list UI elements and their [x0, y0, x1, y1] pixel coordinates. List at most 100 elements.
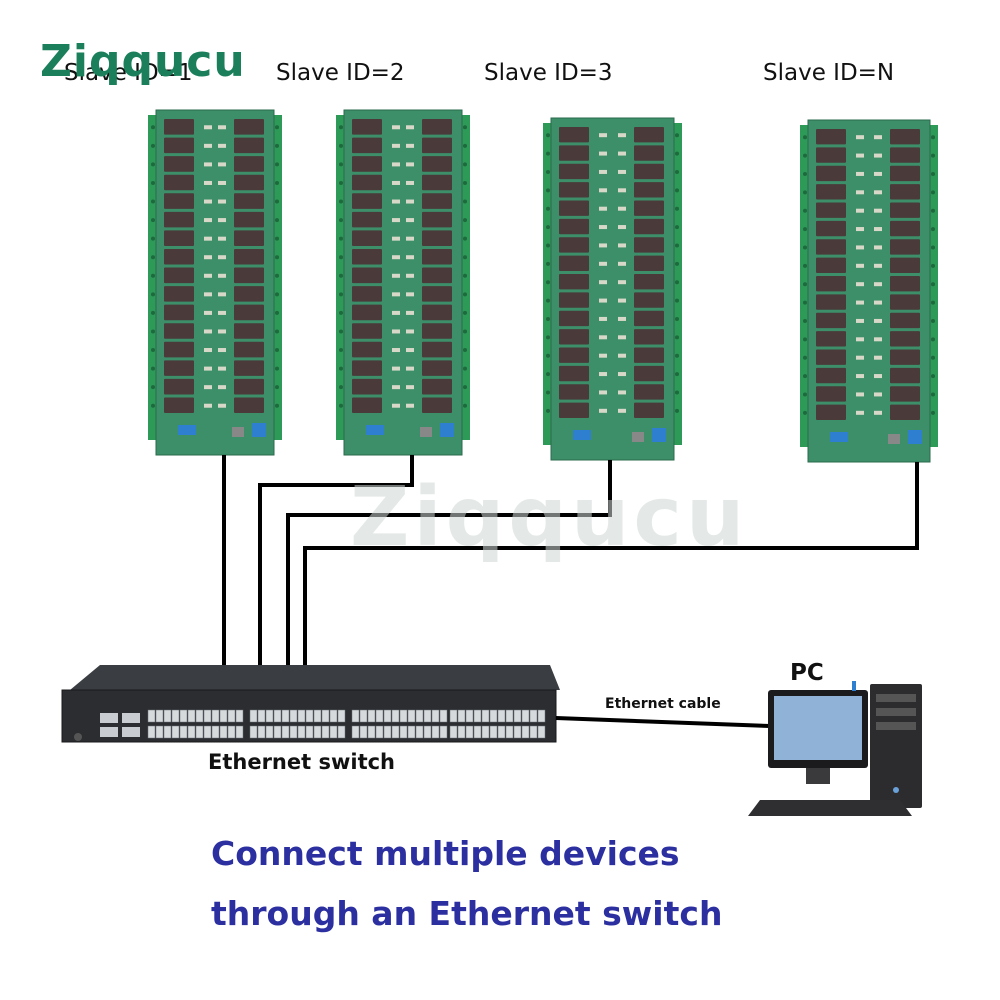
rj45-port	[147, 725, 156, 739]
component	[599, 133, 607, 138]
rj45-port	[423, 725, 432, 739]
terminal-screw	[546, 390, 550, 395]
component	[392, 236, 400, 241]
pc-antenna	[852, 681, 856, 691]
rj45-port	[163, 725, 172, 739]
rj45-port	[163, 709, 172, 723]
relay	[234, 378, 264, 395]
dip-switch	[830, 432, 848, 442]
component	[204, 292, 212, 297]
relay	[422, 360, 452, 376]
component	[856, 263, 864, 268]
component	[218, 292, 226, 297]
relay	[234, 248, 264, 265]
terminal-screw	[931, 300, 935, 305]
component	[204, 125, 212, 130]
terminal-screw	[546, 243, 550, 248]
terminal-screw	[275, 366, 279, 371]
terminal-screw	[151, 218, 155, 223]
component	[856, 374, 864, 379]
terminal-screw	[675, 225, 679, 230]
relay	[634, 200, 664, 216]
component	[599, 188, 607, 193]
relay	[634, 218, 664, 235]
rj45-port	[337, 709, 346, 723]
relay	[234, 211, 264, 228]
terminal-screw	[151, 199, 155, 204]
rj45-port	[171, 709, 180, 723]
component	[218, 162, 226, 167]
component	[204, 236, 212, 241]
rj45-port	[439, 709, 448, 723]
component	[874, 171, 882, 176]
rj45-port	[313, 709, 322, 723]
terminal-screw	[803, 208, 807, 213]
rj45-port	[367, 709, 376, 723]
component	[599, 353, 607, 358]
component	[392, 125, 400, 130]
rj45-port	[391, 709, 400, 723]
relay	[559, 218, 589, 235]
rj45-port	[313, 725, 322, 739]
relay	[890, 386, 920, 402]
relay	[559, 200, 589, 216]
terminal-screw	[463, 292, 467, 297]
component	[204, 310, 212, 315]
relay	[352, 174, 382, 191]
pc-drive-bay	[876, 694, 916, 702]
relay	[164, 137, 194, 154]
terminal-screw	[339, 255, 343, 260]
terminal-screw	[463, 162, 467, 167]
rj45-port	[521, 709, 530, 723]
terminal-screw	[275, 218, 279, 223]
component	[874, 300, 882, 305]
component	[856, 355, 864, 360]
sfp-port	[100, 727, 118, 737]
terminal-screw	[931, 171, 935, 176]
relay	[890, 367, 920, 384]
relay	[816, 147, 846, 163]
pc-power-button	[893, 787, 899, 793]
terminal-screw	[463, 385, 467, 390]
terminal-screw	[675, 188, 679, 193]
terminal-screw	[931, 227, 935, 232]
terminal-screw	[675, 243, 679, 248]
component	[874, 355, 882, 360]
rj45-port	[423, 709, 432, 723]
terminal-screw	[151, 143, 155, 148]
component	[874, 410, 882, 415]
relay	[422, 378, 452, 395]
component	[406, 348, 414, 353]
terminal-screw	[803, 374, 807, 379]
rj45-port	[415, 709, 424, 723]
rj45-port	[337, 725, 346, 739]
terminal-screw	[931, 135, 935, 140]
rj45-port	[537, 725, 546, 739]
component	[856, 153, 864, 158]
relay	[422, 304, 452, 321]
terminal-screw	[463, 273, 467, 278]
terminal-screw	[339, 236, 343, 241]
rj45-port	[415, 725, 424, 739]
terminal-screw	[675, 133, 679, 138]
component	[392, 366, 400, 371]
terminal-screw	[151, 255, 155, 260]
terminal-screw	[803, 355, 807, 360]
relay	[890, 331, 920, 347]
ethernet-switch	[61, 665, 560, 743]
rj45-port	[383, 725, 392, 739]
relay	[352, 360, 382, 376]
rj45-port	[211, 709, 220, 723]
relay	[352, 397, 382, 413]
component	[392, 348, 400, 353]
relay	[559, 310, 589, 327]
slave-3-label: Slave ID=3	[484, 60, 613, 86]
pc-monitor-stand	[806, 768, 830, 784]
rj45-port	[195, 709, 204, 723]
relay	[352, 230, 382, 246]
rj45-port	[457, 709, 466, 723]
terminal-screw	[463, 180, 467, 185]
rj45-port	[465, 709, 474, 723]
relay	[559, 237, 589, 253]
component	[204, 162, 212, 167]
